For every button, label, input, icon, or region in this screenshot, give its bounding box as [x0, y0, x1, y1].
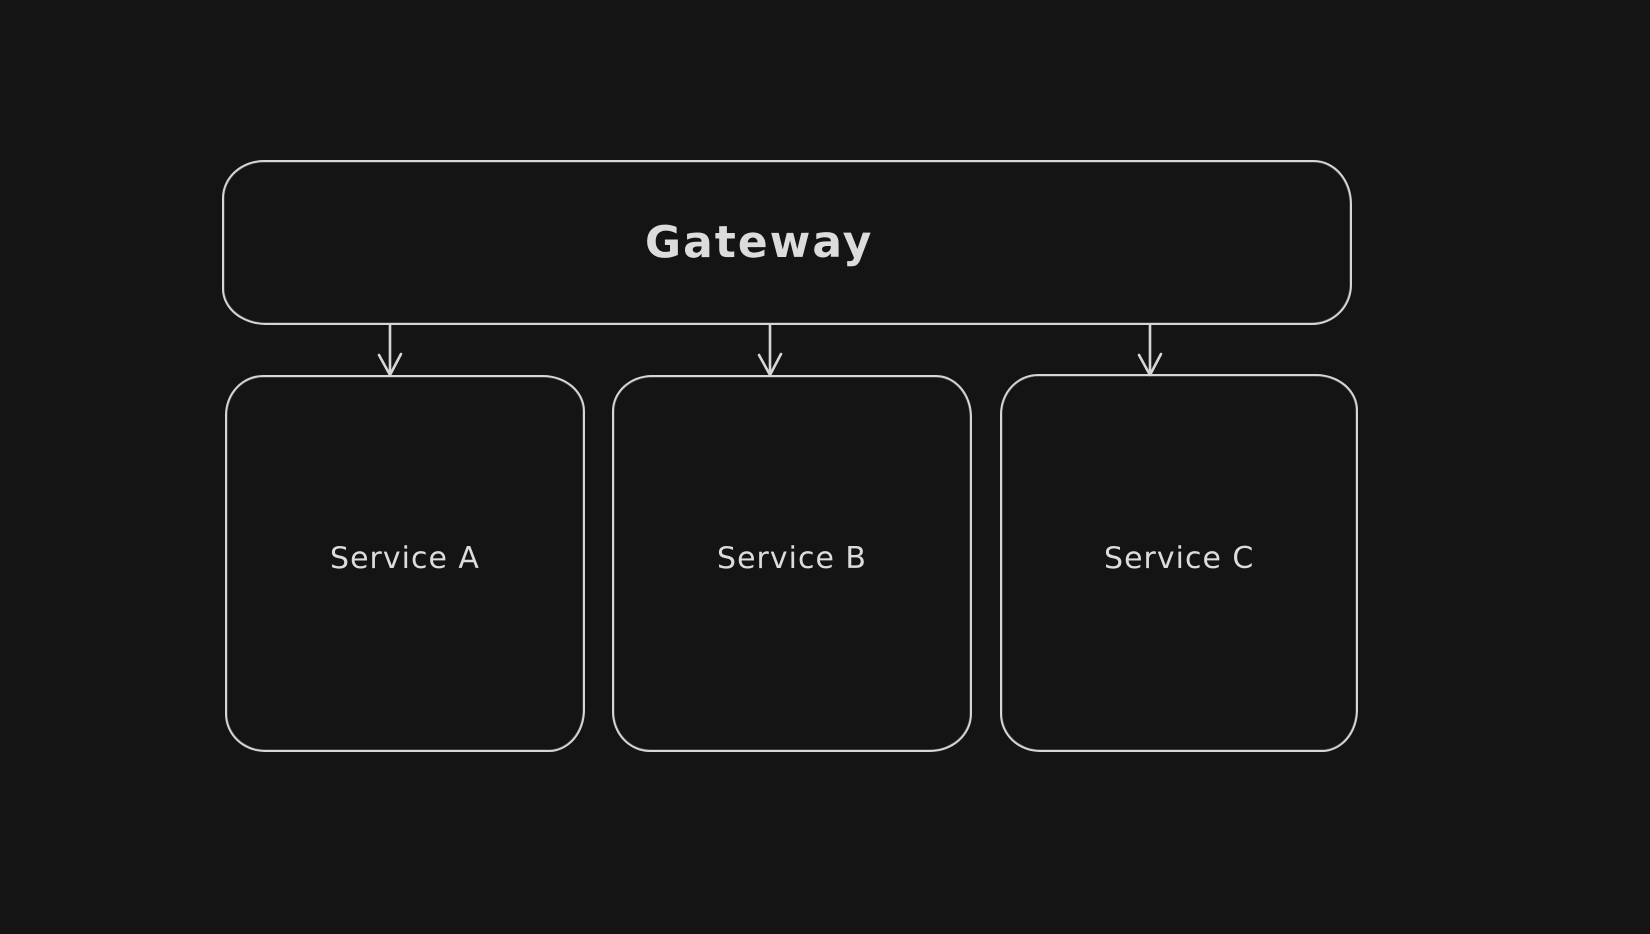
node-service-c-label: Service C: [1103, 540, 1255, 576]
node-gateway-label: Gateway: [644, 216, 874, 269]
arrow-gateway-to-service-c[interactable]: [1130, 324, 1170, 378]
node-service-a[interactable]: Service A: [225, 375, 585, 752]
node-gateway[interactable]: Gateway: [222, 160, 1352, 325]
arrow-gateway-to-service-a[interactable]: [370, 324, 410, 378]
arrow-gateway-to-service-b[interactable]: [750, 324, 790, 378]
node-service-c[interactable]: Service C: [1000, 374, 1358, 752]
node-service-b-label: Service B: [716, 540, 868, 577]
node-service-a-label: Service A: [329, 540, 481, 577]
node-service-b[interactable]: Service B: [612, 375, 972, 752]
